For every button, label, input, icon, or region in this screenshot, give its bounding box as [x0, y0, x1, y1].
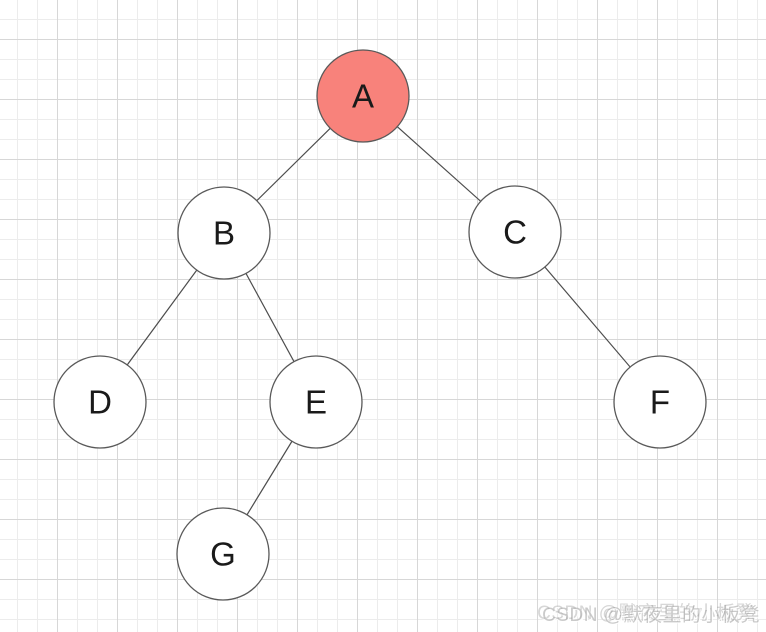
node-circle-E	[269, 355, 363, 449]
node-circle-A	[316, 49, 410, 143]
node-label-D: D	[88, 384, 112, 421]
node-circle-B	[177, 186, 271, 280]
node-label-G: G	[210, 536, 236, 573]
tree-node-B: B	[177, 186, 271, 280]
node-label-E: E	[305, 384, 327, 421]
node-label-A: A	[352, 78, 374, 115]
node-circle-G	[176, 507, 270, 601]
tree-node-E: E	[269, 355, 363, 449]
node-circle-C	[468, 185, 562, 279]
node-circle-F	[613, 355, 707, 449]
tree-node-A: A	[316, 49, 410, 143]
tree-node-D: D	[53, 355, 147, 449]
tree-node-F: F	[613, 355, 707, 449]
node-label-B: B	[213, 215, 235, 252]
tree-node-G: G	[176, 507, 270, 601]
tree-node-C: C	[468, 185, 562, 279]
node-circle-D	[53, 355, 147, 449]
node-label-C: C	[503, 214, 527, 251]
node-label-F: F	[650, 384, 670, 421]
